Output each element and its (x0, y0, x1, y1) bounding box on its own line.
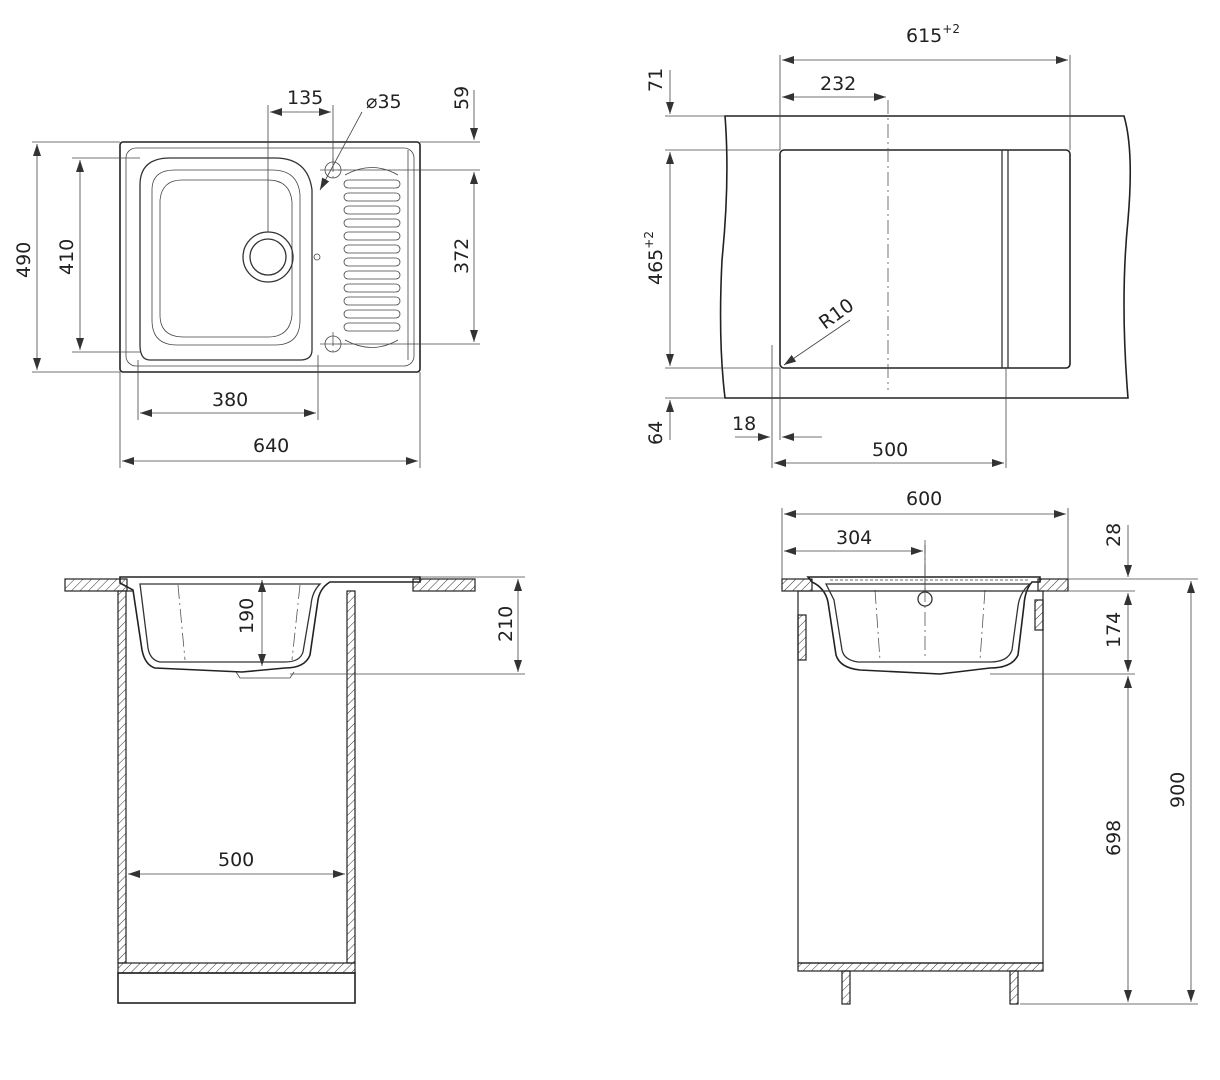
dim-190: 190 (236, 598, 258, 634)
bowl-inner (151, 169, 301, 346)
cabinet-bottom (117, 962, 356, 974)
cabinet-left-wall (117, 590, 127, 964)
side-sink-section (806, 576, 1041, 675)
dim-380: 380 (212, 389, 248, 411)
dim-232: 232 (820, 73, 856, 95)
dim-64: 64 (645, 421, 667, 445)
side-panel-hatch-right (1034, 599, 1044, 631)
countertop-right (412, 578, 476, 592)
dim-135: 135 (287, 87, 323, 109)
cabinet-right-wall (346, 590, 356, 964)
dim-410: 410 (56, 239, 78, 275)
dim-71: 71 (645, 68, 667, 92)
bowl-outline (139, 157, 313, 361)
drainer-ribs (343, 167, 401, 348)
side-panel-hatch-left (797, 614, 807, 661)
dim-500-cabinet: 500 (218, 849, 254, 871)
side-cabinet-bottom (797, 962, 1044, 972)
dim-500: 500 (872, 439, 908, 461)
dim-372: 372 (451, 238, 473, 274)
cutout-rect (779, 149, 1071, 369)
dim-59: 59 (451, 86, 473, 110)
drain-inner (249, 238, 287, 276)
dim-18: 18 (732, 413, 756, 435)
cutout-view: 615+2 232 71 465+2 R10 64 18 500 (642, 22, 1132, 468)
side-countertop-right (1037, 578, 1069, 592)
dim-304: 304 (836, 527, 872, 549)
sink-outline (119, 141, 421, 373)
dim-210: 210 (495, 606, 517, 642)
countertop-outline (719, 115, 1132, 399)
dim-diameter-35: ⌀35 (366, 91, 402, 113)
front-section: 190 210 500 (64, 576, 525, 1004)
dim-600: 600 (906, 488, 942, 510)
dim-900: 900 (1167, 772, 1189, 808)
dim-465: 465+2 (642, 231, 667, 285)
dim-174: 174 (1103, 612, 1125, 648)
dim-490: 490 (13, 242, 35, 278)
dim-28: 28 (1103, 523, 1125, 547)
dim-615: 615+2 (906, 22, 960, 47)
side-section: 600 304 28 174 900 698 (781, 488, 1198, 1005)
cabinet-plinth (117, 972, 356, 1004)
dim-698: 698 (1103, 820, 1125, 856)
dim-640: 640 (253, 435, 289, 457)
sink-rim (125, 147, 415, 367)
sink-section (119, 576, 421, 673)
leg-left (841, 970, 851, 1005)
side-countertop-left (781, 578, 813, 592)
countertop-left (64, 578, 128, 592)
dim-r10: R10 (815, 294, 858, 334)
leg-right (1009, 970, 1019, 1005)
top-view: 135 ⌀35 59 490 410 372 380 640 (13, 86, 480, 468)
